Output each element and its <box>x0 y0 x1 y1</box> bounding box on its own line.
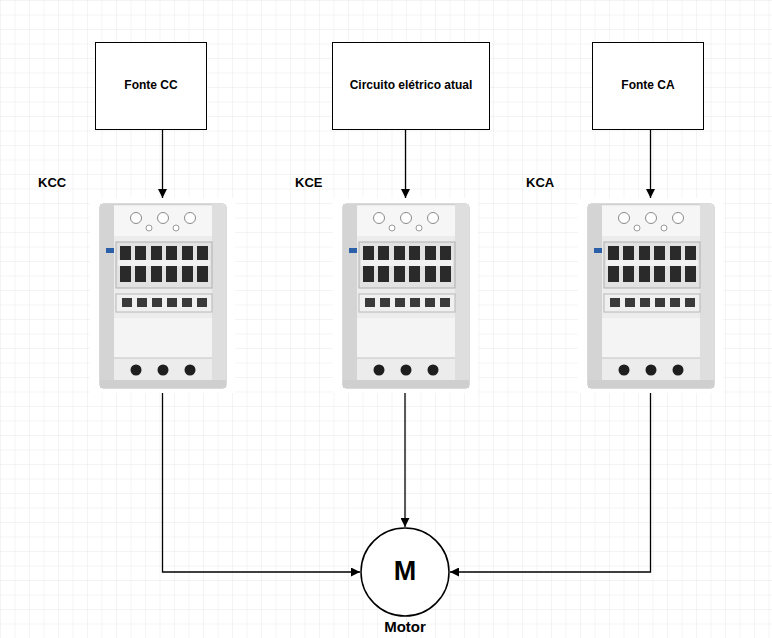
box-label: Fonte CA <box>621 79 674 93</box>
source-box: Fonte CA <box>592 42 704 130</box>
wire-arrow <box>404 393 405 527</box>
box-label: Circuito elétrico atual <box>350 79 473 93</box>
source-box: Circuito elétrico atual <box>332 42 490 130</box>
contactor: KCC <box>90 198 235 393</box>
wire-arrow <box>405 130 406 198</box>
source-box: Fonte CC <box>95 42 207 130</box>
wire-arrow <box>650 130 651 198</box>
wire-arrow <box>162 130 163 198</box>
motor-circle: MMotor <box>360 527 450 617</box>
contactor-photo <box>578 198 723 393</box>
wire-arrow <box>163 393 361 572</box>
contactor: KCE <box>333 198 478 393</box>
motor-outline <box>361 528 449 616</box>
box-label: Fonte CC <box>124 79 177 93</box>
motor-label: Motor <box>384 618 426 635</box>
contactor-photo <box>333 198 478 393</box>
motor-symbol: M <box>394 556 417 587</box>
contactor-label: KCA <box>526 176 554 191</box>
contactor-label: KCC <box>38 176 66 191</box>
contactor-label: KCE <box>295 176 322 191</box>
wire-arrow <box>450 393 651 572</box>
contactor: KCA <box>578 198 723 393</box>
contactor-photo <box>90 198 235 393</box>
